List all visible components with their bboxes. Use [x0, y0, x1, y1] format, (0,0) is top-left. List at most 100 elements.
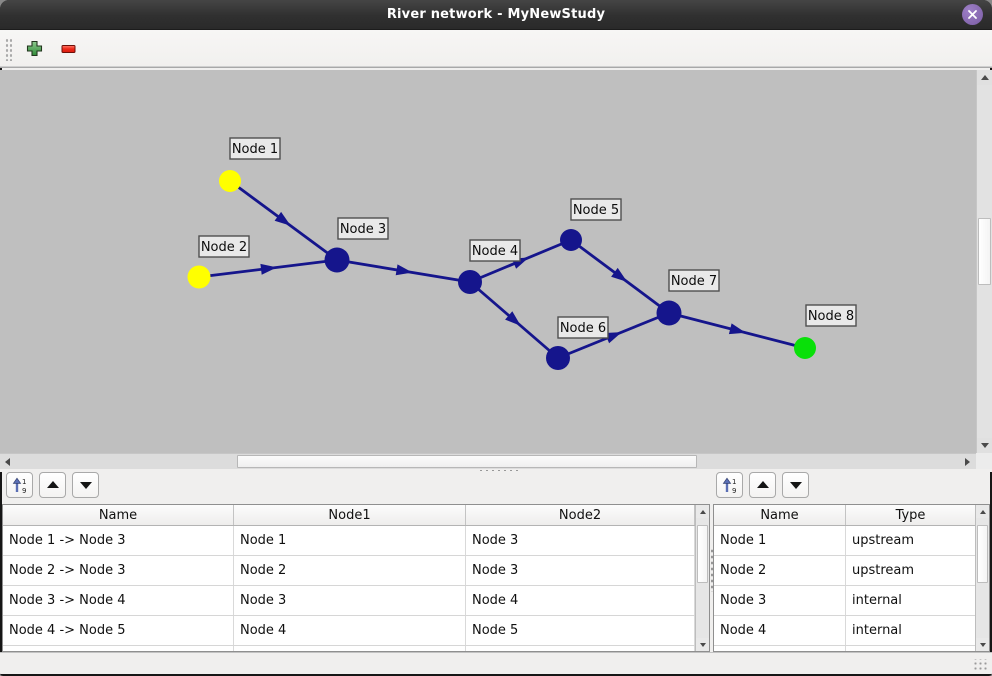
toolbar-drag-handle[interactable]: [5, 36, 12, 61]
node-label[interactable]: Node 8: [805, 304, 857, 327]
table-cell[interactable]: Node 2: [714, 556, 846, 585]
window-title: River network - MyNewStudy: [386, 7, 606, 22]
table-cell[interactable]: Node 1 -> Node 3: [3, 526, 234, 555]
table-cell[interactable]: Node 3: [234, 586, 466, 615]
column-header[interactable]: Node2: [466, 505, 695, 525]
table-vertical-scrollbar[interactable]: [975, 505, 989, 651]
node[interactable]: [187, 265, 211, 289]
scroll-up-button[interactable]: [976, 505, 989, 518]
main-toolbar: [0, 30, 992, 68]
edge-arrow-icon: [274, 211, 291, 226]
column-header[interactable]: Type: [846, 505, 976, 525]
table-cell[interactable]: Node 1: [714, 526, 846, 555]
column-header[interactable]: Name: [714, 505, 846, 525]
node-label-text: Node 6: [560, 321, 606, 336]
canvas-horizontal-scrollbar[interactable]: [0, 453, 976, 469]
table-vertical-scrollbar[interactable]: [695, 505, 709, 651]
horizontal-splitter[interactable]: [0, 469, 992, 472]
node-label[interactable]: Node 6: [557, 316, 609, 339]
scroll-down-button[interactable]: [976, 638, 989, 651]
node[interactable]: [546, 346, 570, 370]
svg-text:1: 1: [22, 478, 26, 486]
table-cell[interactable]: Node 4 -> Node 5: [3, 616, 234, 645]
table-cell[interactable]: Node 4: [234, 616, 466, 645]
edge-arrow-icon: [604, 332, 622, 344]
column-header[interactable]: Node1: [234, 505, 466, 525]
node[interactable]: [219, 170, 241, 192]
node-label[interactable]: Node 4: [469, 239, 521, 262]
node[interactable]: [656, 300, 682, 326]
add-button[interactable]: [22, 37, 46, 61]
table-cell: [234, 646, 466, 651]
table-cell: [466, 646, 695, 651]
table-cell[interactable]: Node 4: [466, 586, 695, 615]
sort-button[interactable]: 1 9: [6, 472, 33, 498]
vertical-scroll-thumb[interactable]: [978, 218, 991, 285]
table-cell[interactable]: upstream: [846, 526, 976, 555]
table-cell: [714, 646, 846, 651]
nodes-toolbar: 1 9: [716, 472, 809, 500]
table-cell[interactable]: Node 2 -> Node 3: [3, 556, 234, 585]
vertical-scroll-thumb[interactable]: [697, 525, 708, 583]
remove-button[interactable]: [56, 37, 80, 61]
table-cell[interactable]: Node 3: [466, 526, 695, 555]
node[interactable]: [324, 247, 350, 273]
table-cell[interactable]: internal: [846, 616, 976, 645]
scroll-right-button[interactable]: [960, 454, 975, 469]
table-cell[interactable]: Node 3 -> Node 4: [3, 586, 234, 615]
scroll-left-button[interactable]: [0, 454, 15, 469]
scrollbar-corner: [976, 453, 992, 469]
network-canvas[interactable]: Node 1 Node 2 Node 3 Node 4 Node 5 Node 6 Node…: [0, 70, 976, 453]
table-cell[interactable]: Node 3: [714, 586, 846, 615]
scroll-up-button[interactable]: [696, 505, 709, 518]
svg-text:9: 9: [22, 487, 26, 495]
network-diagram: Node 1 Node 2 Node 3 Node 4 Node 5 Node 6 Node…: [187, 137, 857, 370]
table-cell[interactable]: Node 2: [234, 556, 466, 585]
node-label[interactable]: Node 7: [668, 269, 720, 292]
plus-icon: [26, 40, 42, 57]
table-cell[interactable]: Node 4: [714, 616, 846, 645]
triangle-left-icon: [5, 457, 10, 466]
canvas-vertical-scrollbar[interactable]: [976, 70, 992, 453]
move-down-button[interactable]: [782, 472, 809, 498]
column-header[interactable]: Name: [3, 505, 234, 525]
move-up-button[interactable]: [749, 472, 776, 498]
node-label-box: [570, 198, 622, 221]
node-label[interactable]: Node 5: [570, 198, 622, 221]
node[interactable]: [560, 229, 582, 251]
edge-arrow-icon: [260, 263, 277, 275]
table-cell[interactable]: Node 5: [466, 616, 695, 645]
vertical-splitter[interactable]: [710, 548, 714, 592]
sort-ascending-icon: 1 9: [12, 477, 26, 495]
vertical-scroll-thumb[interactable]: [977, 525, 988, 583]
titlebar[interactable]: River network - MyNewStudy: [0, 0, 992, 30]
scroll-up-button[interactable]: [977, 70, 992, 85]
resize-grip-icon[interactable]: [974, 659, 988, 671]
table-cell[interactable]: internal: [846, 586, 976, 615]
table-cell[interactable]: Node 1: [234, 526, 466, 555]
node-label[interactable]: Node 2: [198, 235, 250, 258]
node-label[interactable]: Node 3: [337, 217, 389, 240]
close-button[interactable]: [962, 4, 983, 25]
scroll-down-button[interactable]: [696, 638, 709, 651]
horizontal-scroll-thumb[interactable]: [237, 455, 697, 468]
table-cell[interactable]: Node 3: [466, 556, 695, 585]
node[interactable]: [458, 270, 482, 294]
node-label[interactable]: Node 1: [229, 137, 281, 160]
move-down-button[interactable]: [72, 472, 99, 498]
table-cell[interactable]: upstream: [846, 556, 976, 585]
move-up-button[interactable]: [39, 472, 66, 498]
scroll-down-button[interactable]: [977, 438, 992, 453]
node[interactable]: [794, 337, 816, 359]
sort-button[interactable]: 1 9: [716, 472, 743, 498]
node-label-text: Node 4: [472, 244, 518, 259]
